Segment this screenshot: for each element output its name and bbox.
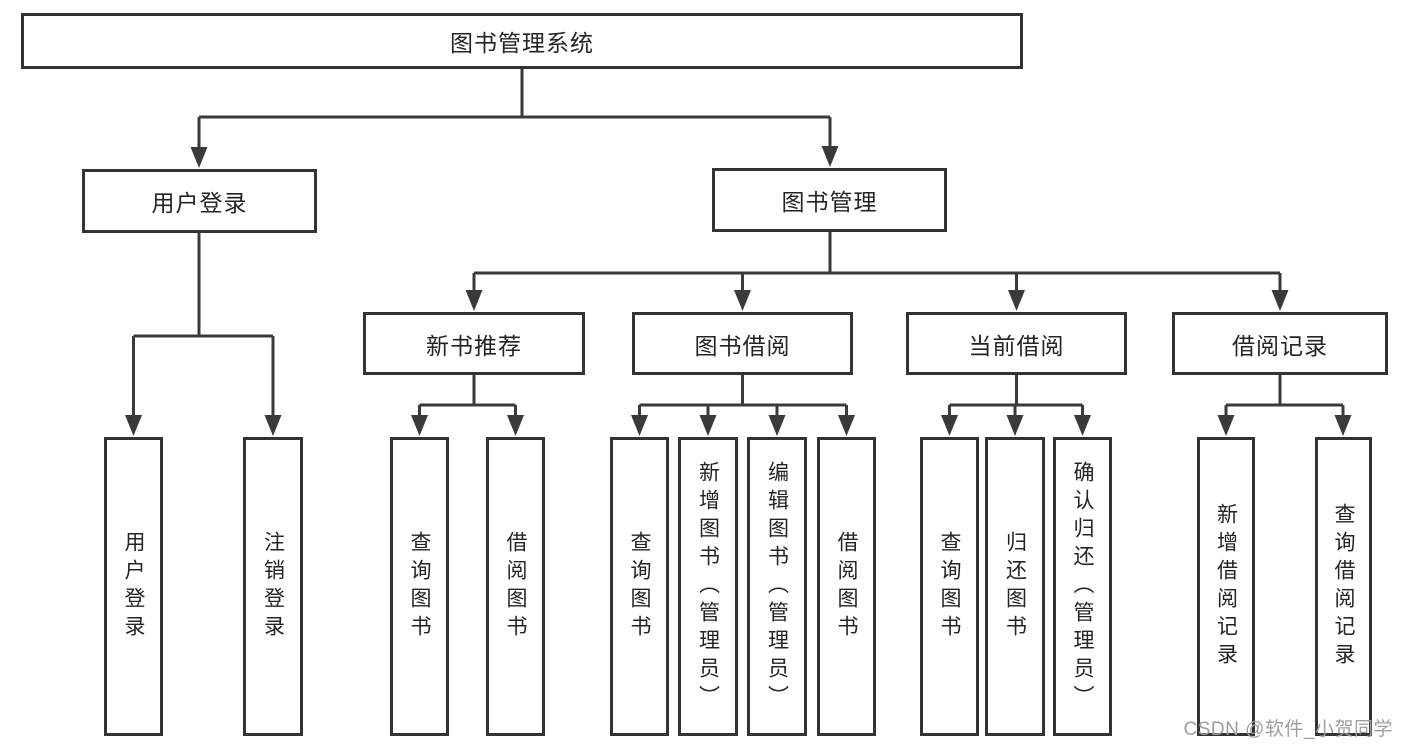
leaf-user-login: 用户登录 bbox=[104, 437, 163, 736]
arrow-down-icon bbox=[507, 415, 524, 436]
node-label: 确认归还（管理员） bbox=[1071, 460, 1094, 713]
node-label: 借阅记录 bbox=[1232, 332, 1328, 359]
node-label: 查询图书 bbox=[408, 530, 431, 643]
arrow-down-icon bbox=[768, 415, 786, 436]
arrow-down-icon bbox=[941, 415, 958, 436]
node-label: 查询借阅记录 bbox=[1332, 502, 1355, 671]
arrow-down-icon bbox=[1074, 415, 1091, 436]
leaf-logout: 注销登录 bbox=[243, 437, 303, 736]
node-user-login: 用户登录 bbox=[82, 169, 317, 233]
node-label: 编辑图书（管理员） bbox=[765, 460, 789, 713]
leaf-confirm-return-admin: 确认归还（管理员） bbox=[1053, 437, 1112, 736]
node-library-management-system: 图书管理系统 bbox=[21, 13, 1023, 69]
node-label: 新增借阅记录 bbox=[1214, 502, 1238, 671]
leaf-edit-books-admin: 编辑图书（管理员） bbox=[747, 437, 807, 736]
leaf-add-borrow-record: 新增借阅记录 bbox=[1197, 437, 1255, 736]
leaf-borrow-books: 借阅图书 bbox=[817, 437, 876, 736]
node-label: 归还图书 bbox=[1003, 530, 1027, 643]
arrow-down-icon bbox=[1008, 290, 1025, 311]
arrow-down-icon bbox=[264, 415, 282, 436]
node-new-book-recommendation: 新书推荐 bbox=[363, 312, 585, 375]
arrow-down-icon bbox=[411, 415, 428, 436]
node-label: 用户登录 bbox=[151, 190, 248, 216]
leaf-query-books-recommend: 查询图书 bbox=[390, 437, 449, 736]
node-label: 新增图书（管理员） bbox=[696, 460, 720, 713]
node-label: 用户登录 bbox=[122, 530, 145, 643]
node-label: 图书管理 bbox=[781, 189, 878, 215]
node-label: 注销登录 bbox=[261, 530, 285, 643]
node-label: 借阅图书 bbox=[504, 530, 527, 643]
leaf-query-books-borrow: 查询图书 bbox=[610, 437, 669, 736]
node-label: 图书借阅 bbox=[694, 332, 791, 359]
node-label: 查询图书 bbox=[628, 530, 651, 643]
node-label: 借阅图书 bbox=[835, 530, 858, 643]
arrow-down-icon bbox=[821, 146, 839, 167]
arrow-down-icon bbox=[1334, 415, 1352, 436]
arrow-down-icon bbox=[838, 415, 855, 436]
arrow-down-icon bbox=[465, 290, 483, 311]
leaf-borrow-books-recommend: 借阅图书 bbox=[486, 437, 545, 736]
leaf-return-books: 归还图书 bbox=[985, 437, 1045, 736]
arrow-down-icon bbox=[1006, 415, 1024, 436]
node-book-borrowing: 图书借阅 bbox=[632, 312, 853, 375]
node-borrowing-records: 借阅记录 bbox=[1172, 312, 1388, 375]
arrow-down-icon bbox=[190, 147, 208, 168]
arrow-down-icon bbox=[1217, 415, 1235, 436]
arrow-down-icon bbox=[631, 415, 648, 436]
arrow-down-icon bbox=[734, 290, 751, 311]
leaf-add-books-admin: 新增图书（管理员） bbox=[678, 437, 738, 736]
arrow-down-icon bbox=[1271, 290, 1289, 311]
leaf-query-borrow-record: 查询借阅记录 bbox=[1315, 437, 1372, 736]
node-current-borrowing: 当前借阅 bbox=[906, 312, 1127, 375]
watermark: CSDN @软件_小贺同学 bbox=[1183, 719, 1393, 740]
node-label: 图书管理系统 bbox=[450, 30, 594, 56]
node-book-management: 图书管理 bbox=[712, 168, 947, 232]
node-label: 查询图书 bbox=[938, 530, 961, 643]
node-label: 当前借阅 bbox=[968, 332, 1065, 359]
arrow-down-icon bbox=[125, 415, 142, 436]
node-label: 新书推荐 bbox=[426, 332, 522, 359]
arrow-down-icon bbox=[699, 415, 717, 436]
leaf-query-books-current: 查询图书 bbox=[920, 437, 979, 736]
